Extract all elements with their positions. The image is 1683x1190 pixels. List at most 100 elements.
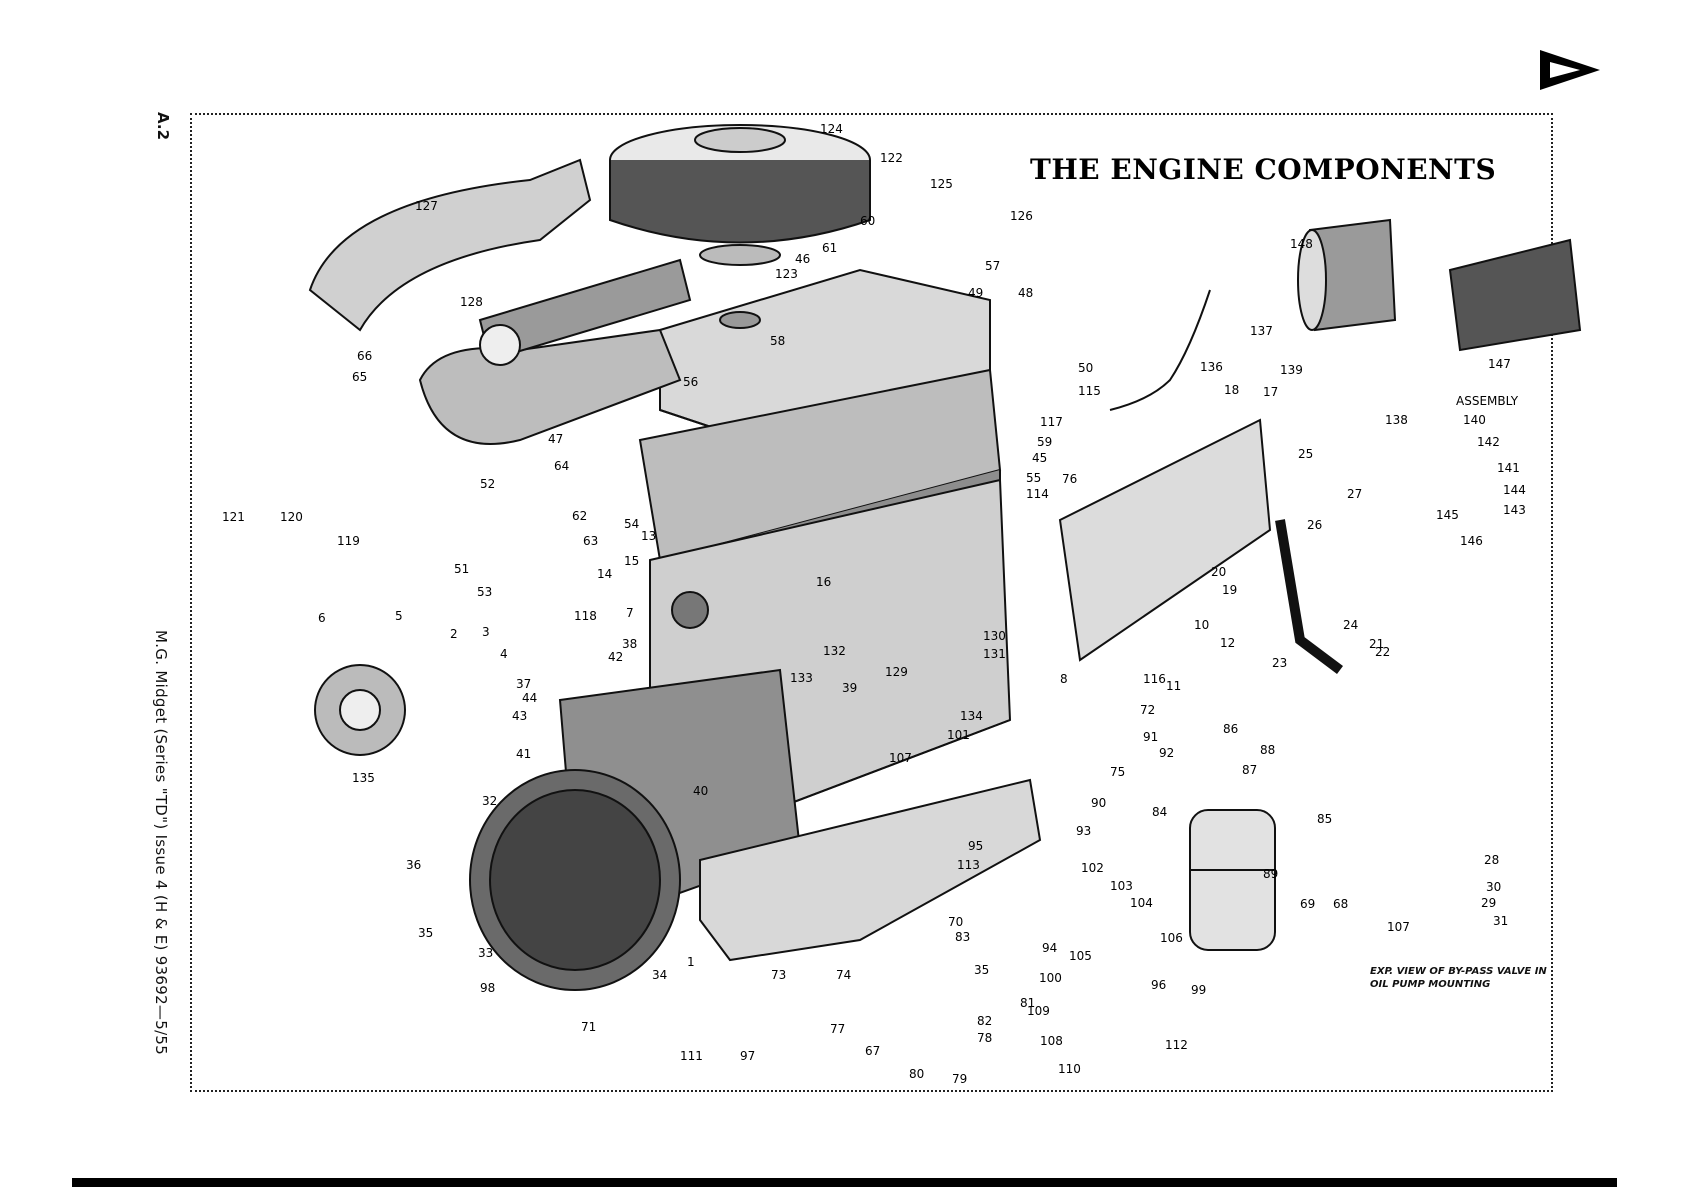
part-number-label: 131	[983, 647, 1006, 661]
diagram-frame	[190, 113, 1553, 1092]
part-number-label: 31	[1493, 914, 1508, 928]
part-number-label: 77	[830, 1022, 845, 1036]
starter-motor	[1448, 238, 1582, 352]
part-number-label: 65	[352, 370, 367, 384]
part-number-label: 11	[1166, 679, 1181, 693]
part-number-label: 124	[820, 122, 843, 136]
bottom-rule	[72, 1178, 1617, 1187]
part-number-label: 109	[1027, 1004, 1050, 1018]
part-number-label: 142	[1477, 435, 1500, 449]
part-number-label: 105	[1069, 949, 1092, 963]
part-number-label: 100	[1039, 971, 1062, 985]
flywheel-housing	[469, 769, 681, 991]
part-number-label: 71	[581, 1020, 596, 1034]
part-number-label: 21	[1369, 637, 1384, 651]
part-number-label: 5	[395, 609, 403, 623]
side-cover	[1058, 418, 1272, 662]
part-number-label: 137	[1250, 324, 1273, 338]
part-number-label: 48	[1018, 286, 1033, 300]
part-number-label: 127	[415, 199, 438, 213]
part-number-label: 4	[500, 647, 508, 661]
part-number-label: 7	[626, 606, 634, 620]
part-number-label: 84	[1152, 805, 1167, 819]
part-number-label: 80	[909, 1067, 924, 1081]
part-number-label: 133	[790, 671, 813, 685]
part-number-label: 64	[554, 459, 569, 473]
part-number-label: 126	[1010, 209, 1033, 223]
part-number-label: 62	[572, 509, 587, 523]
part-number-label: 97	[740, 1049, 755, 1063]
part-number-label: 135	[352, 771, 375, 785]
part-number-label: 111	[680, 1049, 703, 1063]
part-number-label: 148	[1290, 237, 1313, 251]
part-number-label: 43	[512, 709, 527, 723]
part-number-label: 24	[1343, 618, 1358, 632]
part-number-label: 32	[482, 794, 497, 808]
part-number-label: 58	[770, 334, 785, 348]
part-number-label: 49	[968, 286, 983, 300]
part-number-label: 37	[516, 677, 531, 691]
part-number-label: 118	[574, 609, 597, 623]
part-number-label: 73	[771, 968, 786, 982]
part-number-label: 42	[608, 650, 623, 664]
part-number-label: 92	[1159, 746, 1174, 760]
part-number-label: 38	[622, 637, 637, 651]
part-number-label: 132	[823, 644, 846, 658]
part-number-label: 16	[816, 575, 831, 589]
part-number-label: 59	[1037, 435, 1052, 449]
diagram-title: THE ENGINE COMPONENTS	[1030, 153, 1497, 186]
part-number-label: 140	[1463, 413, 1486, 427]
part-number-label: 121	[222, 510, 245, 524]
part-number-label: 34	[652, 968, 667, 982]
part-number-label: 63	[583, 534, 598, 548]
part-number-label: 91	[1143, 730, 1158, 744]
part-number-label: 14	[597, 567, 612, 581]
part-number-label: 122	[880, 151, 903, 165]
part-number-label: 104	[1130, 896, 1153, 910]
part-number-label: 40	[693, 784, 708, 798]
part-number-label: 138	[1385, 413, 1408, 427]
bypass-valve-caption: EXP. VIEW OF BY-PASS VALVE IN OIL PUMP M…	[1370, 966, 1547, 990]
part-number-label: 56	[683, 375, 698, 389]
part-number-label: 46	[795, 252, 810, 266]
part-number-label: 30	[1486, 880, 1501, 894]
part-number-label: 36	[406, 858, 421, 872]
part-number-label: 143	[1503, 503, 1526, 517]
part-number-label: 12	[1220, 636, 1235, 650]
part-number-label: 10	[1194, 618, 1209, 632]
part-number-label: 6	[318, 611, 326, 625]
part-number-label: 117	[1040, 415, 1063, 429]
part-number-label: 115	[1078, 384, 1101, 398]
part-number-label: 50	[1078, 361, 1093, 375]
part-number-label: 2	[450, 627, 458, 641]
part-number-label: 72	[1140, 703, 1155, 717]
oil-pipe	[1109, 289, 1211, 411]
part-number-label: 55	[1026, 471, 1041, 485]
part-number-label: 144	[1503, 483, 1526, 497]
part-number-label: 113	[957, 858, 980, 872]
part-number-label: 107	[1387, 920, 1410, 934]
part-number-label: 35	[974, 963, 989, 977]
part-number-label: 60	[860, 214, 875, 228]
part-number-label: 99	[1191, 983, 1206, 997]
part-number-label: 3	[482, 625, 490, 639]
part-number-label: 57	[985, 259, 1000, 273]
breather-pipe	[1275, 519, 1343, 674]
part-number-label: 51	[454, 562, 469, 576]
oil-filter	[1189, 809, 1276, 951]
part-number-label: 96	[1151, 978, 1166, 992]
part-number-label: 130	[983, 629, 1006, 643]
part-number-label: 125	[930, 177, 953, 191]
part-number-label: 102	[1081, 861, 1104, 875]
part-number-label: 136	[1200, 360, 1223, 374]
part-number-label: 83	[955, 930, 970, 944]
part-number-label: 94	[1042, 941, 1057, 955]
part-number-label: 75	[1110, 765, 1125, 779]
part-number-label: 87	[1242, 763, 1257, 777]
part-number-label: 19	[1222, 583, 1237, 597]
part-number-label: 108	[1040, 1034, 1063, 1048]
part-number-label: 76	[1062, 472, 1077, 486]
oil-sump	[699, 778, 1042, 962]
part-number-label: 20	[1211, 565, 1226, 579]
